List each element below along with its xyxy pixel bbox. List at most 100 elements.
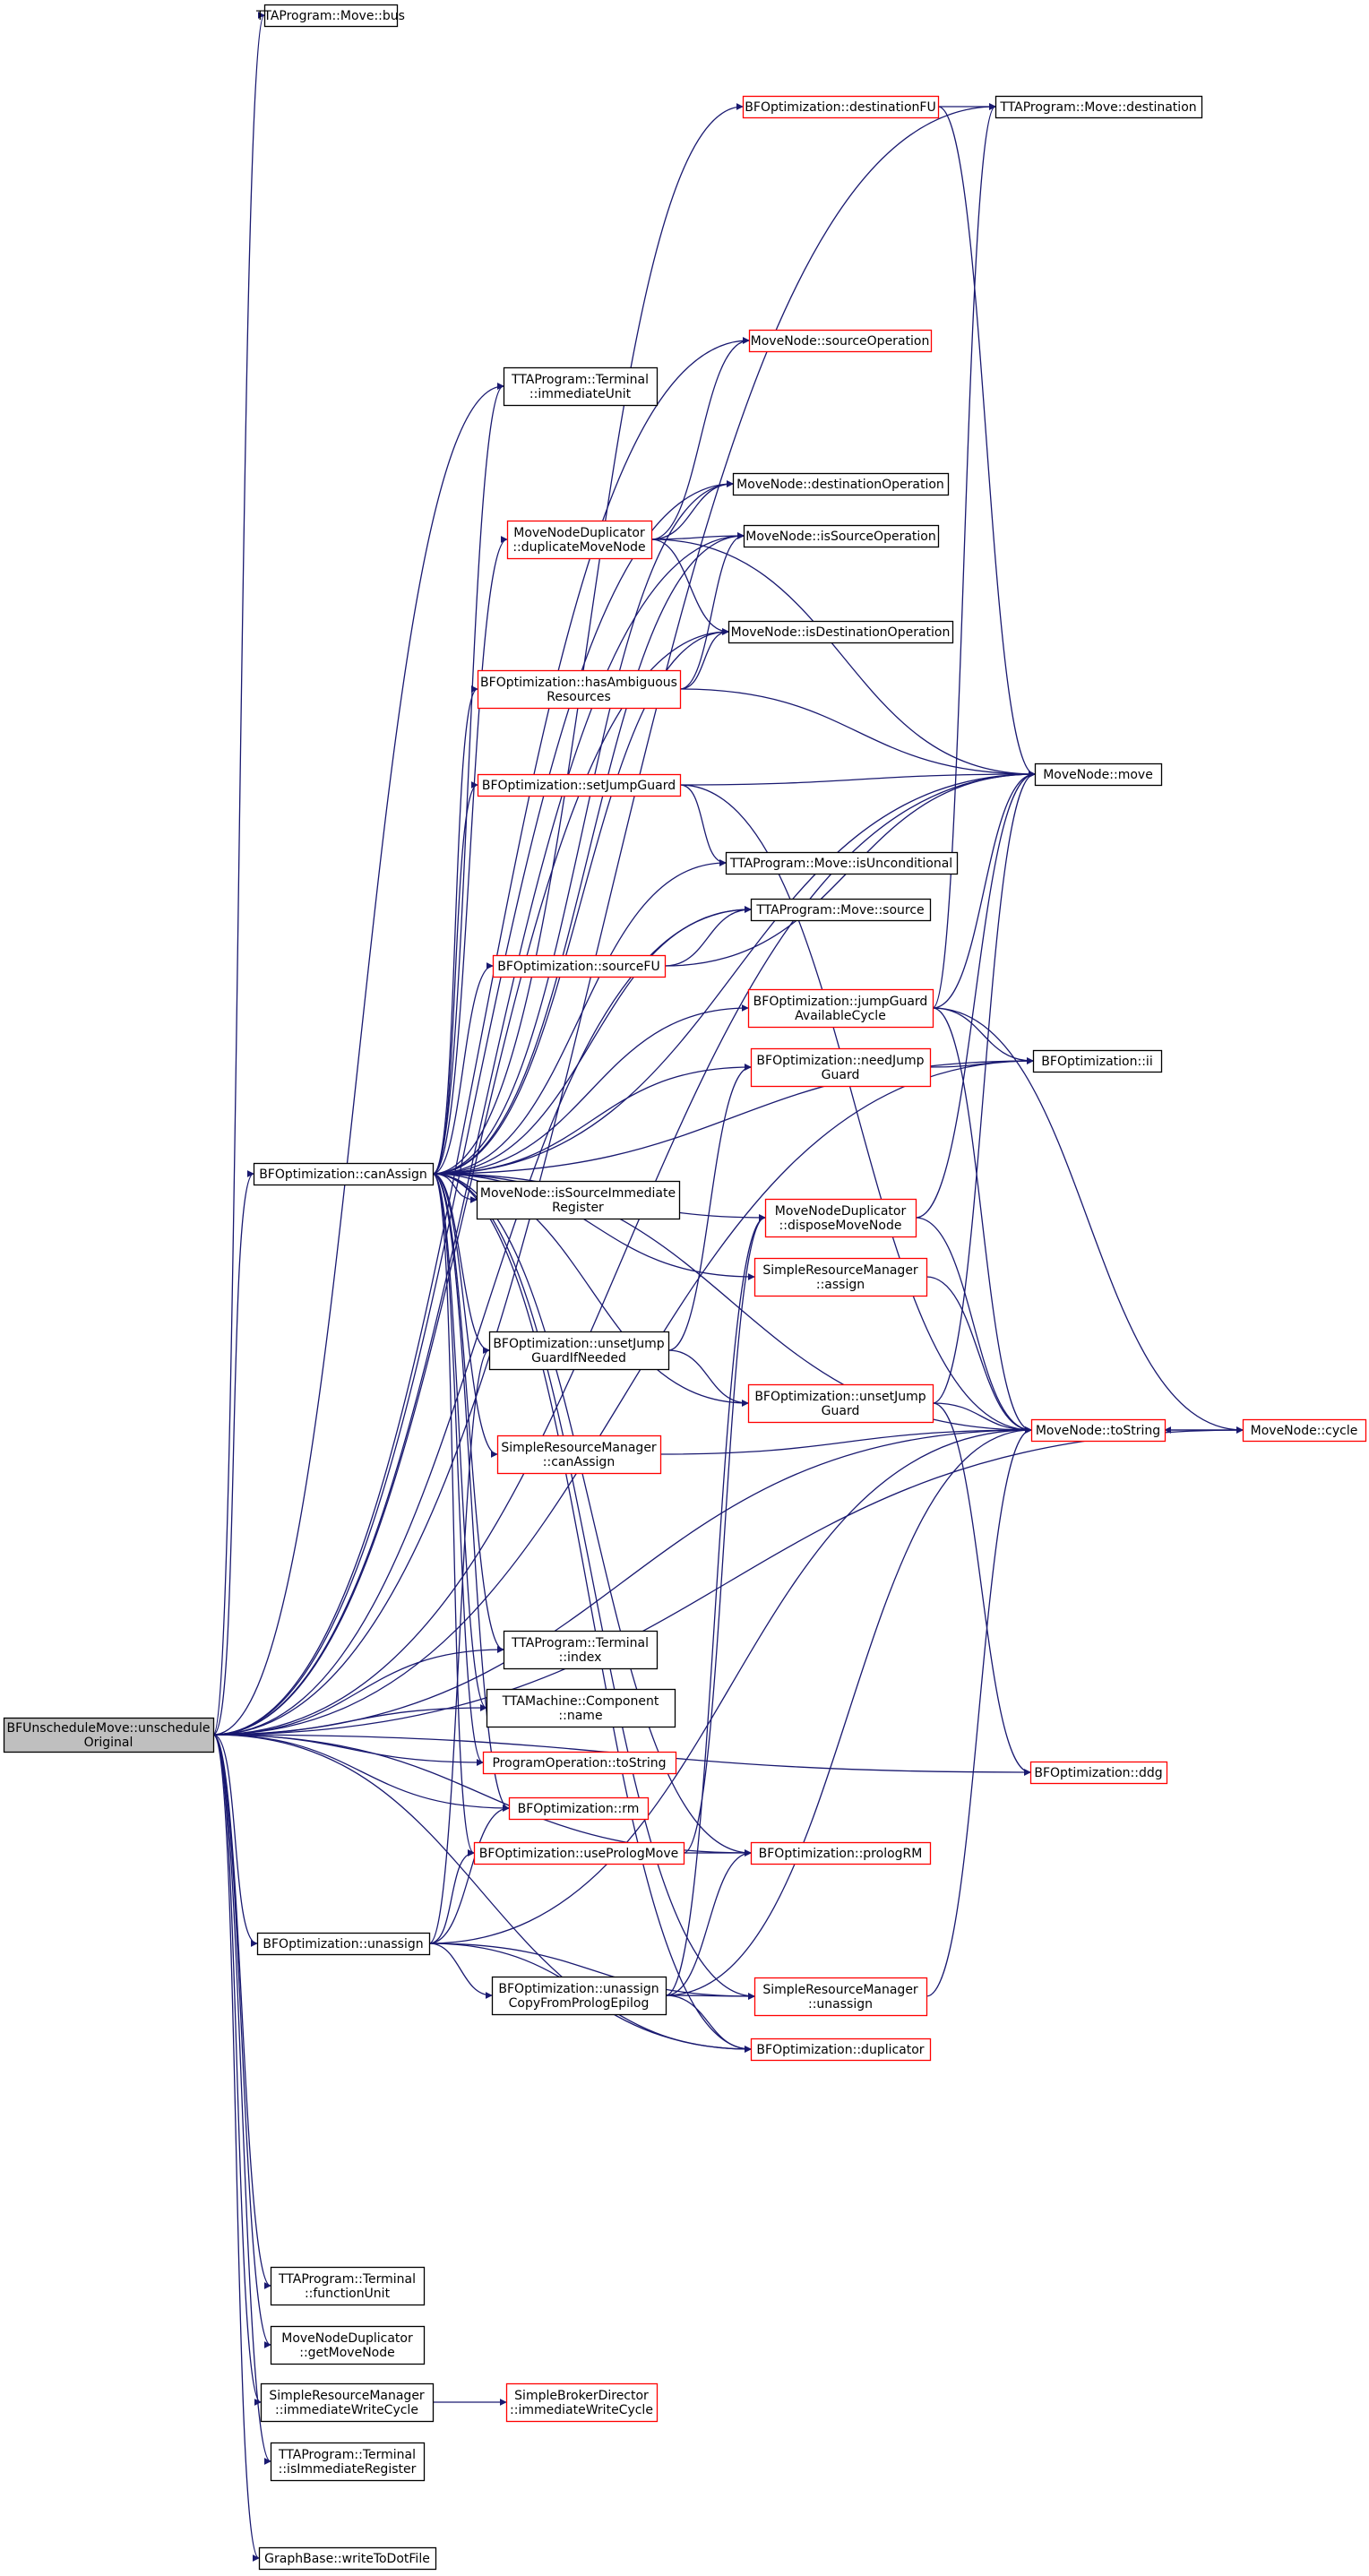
node-label: Guard <box>822 1068 860 1082</box>
edge-can-assign-to-bfo-ii <box>432 1057 1034 1175</box>
node-box <box>505 2382 659 2423</box>
node-unassign-copy[interactable]: BFOptimization::unassignCopyFromPrologEp… <box>491 1976 667 2016</box>
node-program-operation-tostring[interactable]: ProgramOperation::toString <box>482 1751 677 1775</box>
node-terminal-is-immediate-register[interactable]: TTAProgram::Terminal::isImmediateRegiste… <box>270 2442 426 2482</box>
node-component-name[interactable]: TTAMachine::Component::name <box>486 1688 676 1728</box>
node-sbd-immediate-write[interactable]: SimpleBrokerDirector::immediateWriteCycl… <box>505 2382 659 2423</box>
node-box <box>747 988 934 1029</box>
edge-bfo-unassign-to-unset-jump-guard-if-needed <box>428 1347 490 1944</box>
node-can-assign[interactable]: BFOptimization::canAssign <box>253 1162 435 1186</box>
node-box <box>1242 1418 1367 1443</box>
node-srm-can-assign[interactable]: SimpleResourceManager::canAssign <box>496 1434 662 1475</box>
node-terminal-index[interactable]: TTAProgram::Terminal::index <box>503 1630 659 1670</box>
node-label: BFOptimization::jumpGuard <box>753 995 928 1009</box>
node-movenode-cycle[interactable]: MoveNode::cycle <box>1242 1418 1367 1443</box>
edge-root-to-srm-immediate-write <box>212 1734 262 2406</box>
edge-dispose-move-node-to-movenode-move <box>915 771 1036 1219</box>
node-srm-immediate-write[interactable]: SimpleResourceManager::immediateWriteCyc… <box>260 2382 435 2423</box>
node-use-prolog-move[interactable]: BFOptimization::usePrologMove <box>473 1841 685 1865</box>
edge-unassign-copy-to-prolog-rm <box>665 1849 752 1996</box>
node-dispose-move-node[interactable]: MoveNodeDuplicator::disposeMoveNode <box>764 1198 917 1238</box>
node-to-string[interactable]: MoveNode::toString <box>1030 1418 1167 1443</box>
node-box <box>994 95 1203 119</box>
node-bfo-duplicator[interactable]: BFOptimization::duplicator <box>750 2038 932 2062</box>
node-set-jump-guard[interactable]: BFOptimization::setJumpGuard <box>477 773 682 797</box>
node-label: ::immediateUnit <box>530 387 632 401</box>
node-label: GuardIfNeeded <box>531 1351 626 1366</box>
edge-unassign-copy-to-to-string <box>665 1426 1032 1996</box>
node-box <box>1029 1761 1168 1785</box>
node-terminal-function-unit[interactable]: TTAProgram::Terminal::functionUnit <box>270 2266 426 2306</box>
node-box <box>477 773 682 797</box>
node-bfo-unassign[interactable]: BFOptimization::unassign <box>256 1932 431 1956</box>
edge-can-assign-to-movenode-move <box>432 771 1036 1175</box>
node-label: BFOptimization::ii <box>1041 1055 1152 1069</box>
node-is-destination-operation[interactable]: MoveNode::isDestinationOperation <box>728 620 954 644</box>
edge-root-to-movenode-move <box>212 771 1036 1736</box>
node-immediate-unit[interactable]: TTAProgram::Terminal::immediateUnit <box>503 366 659 407</box>
node-label: BFOptimization::unsetJump <box>754 1390 926 1404</box>
node-movenode-move[interactable]: MoveNode::move <box>1034 762 1163 787</box>
edge-unset-jump-guard-if-needed-to-need-jump-guard <box>667 1064 752 1351</box>
node-box <box>263 4 399 28</box>
node-label: BFOptimization::unassign <box>263 1937 423 1951</box>
node-label: MoveNodeDuplicator <box>513 526 645 540</box>
node-srm-assign[interactable]: SimpleResourceManager::assign <box>753 1257 928 1297</box>
node-move-source[interactable]: TTAProgram::Move::source <box>750 898 932 922</box>
node-is-source-operation[interactable]: MoveNode::isSourceOperation <box>743 524 940 548</box>
node-bfo-ii[interactable]: BFOptimization::ii <box>1032 1049 1163 1073</box>
node-box <box>3 1717 215 1753</box>
node-prolog-rm[interactable]: BFOptimization::prologRM <box>750 1841 932 1865</box>
node-label: TTAProgram::Terminal <box>278 2272 416 2287</box>
node-label: MoveNode::cycle <box>1251 1424 1358 1438</box>
node-box <box>743 524 940 548</box>
node-duplicate-move-node[interactable]: MoveNodeDuplicator::duplicateMoveNode <box>506 520 653 560</box>
edge-use-prolog-move-to-dispose-move-node <box>683 1214 766 1854</box>
node-label: Register <box>552 1201 604 1215</box>
edge-jump-guard-available-to-move-destination <box>932 103 996 1009</box>
edge-has-ambiguous-to-is-source-operation <box>679 532 745 690</box>
node-box <box>270 2266 426 2306</box>
node-destination-operation[interactable]: MoveNode::destinationOperation <box>732 472 950 496</box>
node-bfo-ddg[interactable]: BFOptimization::ddg <box>1029 1761 1168 1785</box>
node-move-bus[interactable]: TTAProgram::Move::bus <box>255 4 405 28</box>
node-srm-unassign[interactable]: SimpleResourceManager::unassign <box>753 1977 928 2017</box>
node-is-unconditional[interactable]: TTAProgram::Move::isUnconditional <box>725 851 959 875</box>
node-label: BFOptimization::canAssign <box>259 1167 427 1182</box>
node-box <box>270 2442 426 2482</box>
node-box <box>486 1688 676 1728</box>
node-box <box>750 1047 932 1088</box>
node-get-move-node[interactable]: MoveNodeDuplicator::getMoveNode <box>270 2325 426 2365</box>
node-label: BFOptimization::duplicator <box>756 2043 924 2057</box>
edge-can-assign-to-srm-unassign <box>432 1173 755 2000</box>
node-box <box>270 2325 426 2365</box>
edge-dest-fu-to-movenode-move <box>937 106 1036 778</box>
node-box <box>253 1162 435 1186</box>
node-label: ::duplicateMoveNode <box>512 540 645 555</box>
edge-root-to-bfo-duplicator <box>212 1734 752 2053</box>
node-source-operation[interactable]: MoveNode::sourceOperation <box>748 329 933 353</box>
node-label: BFOptimization::ddg <box>1034 1766 1162 1780</box>
node-box <box>750 1841 932 1865</box>
node-dest-fu[interactable]: BFOptimization::destinationFU <box>742 95 940 119</box>
node-label: MoveNode::isSourceImmediate <box>480 1186 676 1201</box>
node-label: GraphBase::writeToDotFile <box>264 2552 430 2566</box>
edge-unset-jump-guard-to-to-string <box>932 1402 1032 1434</box>
node-bfo-rm[interactable]: BFOptimization::rm <box>508 1796 650 1821</box>
node-source-fu[interactable]: BFOptimization::sourceFU <box>492 954 667 978</box>
edge-can-assign-to-is-unconditional <box>432 859 727 1175</box>
edge-can-assign-to-use-prolog-move <box>432 1173 475 1857</box>
node-label: CopyFromPrologEpilog <box>509 1996 650 2011</box>
node-box <box>1030 1418 1167 1443</box>
node-label: MoveNode::destinationOperation <box>736 478 944 492</box>
edge-has-ambiguous-to-movenode-move <box>679 688 1036 778</box>
node-move-destination[interactable]: TTAProgram::Move::destination <box>994 95 1203 119</box>
node-write-to-dot-file[interactable]: GraphBase::writeToDotFile <box>258 2546 437 2571</box>
